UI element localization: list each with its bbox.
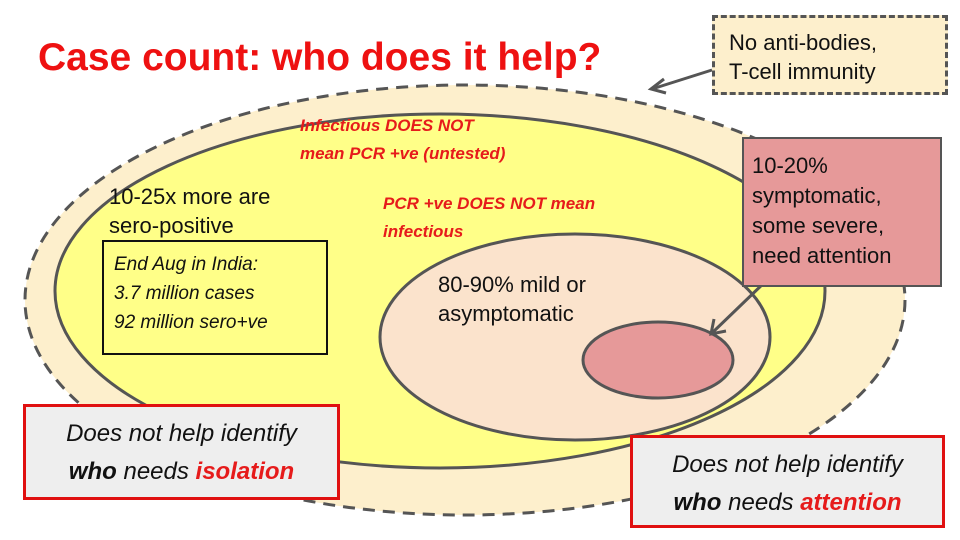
- who-emphasis: who: [673, 489, 722, 516]
- box-line: some severe,: [752, 213, 885, 238]
- label-line: sero-positive: [109, 213, 234, 238]
- label-line: mean PCR +ve (untested): [300, 144, 506, 163]
- needs-text: needs: [721, 489, 801, 516]
- attention-callout: Does not help identify who needs attenti…: [630, 435, 945, 528]
- symptomatic-box: 10-20% symptomatic, some severe, need at…: [742, 137, 942, 287]
- callout-line: Does not help identify: [66, 420, 297, 447]
- box-line: symptomatic,: [752, 183, 882, 208]
- arrow-to-symptomatic: [709, 279, 768, 336]
- note-line: No anti-bodies,: [729, 30, 877, 55]
- box-line: 10-20%: [752, 153, 828, 178]
- page-title: Case count: who does it help?: [38, 36, 602, 79]
- label-line: 10-25x more are: [109, 184, 271, 209]
- needs-text: needs: [116, 458, 196, 485]
- stat-line: End Aug in India:: [114, 254, 259, 275]
- callout-line: Does not help identify: [672, 451, 903, 478]
- isolation-callout: Does not help identify who needs isolati…: [23, 404, 340, 500]
- callout-line: who needs isolation: [26, 453, 337, 491]
- box-line: need attention: [752, 243, 892, 268]
- infectious-label: Infectious DOES NOT mean PCR +ve (untest…: [300, 112, 505, 168]
- note-line: T-cell immunity: [729, 59, 876, 84]
- label-line: asymptomatic: [438, 301, 574, 326]
- label-line: infectious: [383, 222, 464, 241]
- no-antibodies-note: No anti-bodies, T-cell immunity: [712, 15, 948, 95]
- label-line: 80-90% mild or: [438, 272, 586, 297]
- label-line: PCR +ve DOES NOT mean: [383, 194, 596, 213]
- callout-line: who needs attention: [633, 484, 942, 522]
- mild-label: 80-90% mild or asymptomatic: [438, 270, 586, 328]
- label-line: Infectious DOES NOT: [300, 116, 474, 135]
- stat-line: 3.7 million cases: [114, 283, 255, 304]
- symptomatic-ellipse: [581, 320, 735, 400]
- india-stats-box: End Aug in India: 3.7 million cases 92 m…: [102, 240, 328, 355]
- pcr-label: PCR +ve DOES NOT mean infectious: [383, 190, 595, 246]
- attention-highlight: attention: [800, 489, 902, 516]
- isolation-highlight: isolation: [195, 458, 295, 485]
- who-emphasis: who: [68, 458, 117, 485]
- stat-line: 92 million sero+ve: [114, 312, 268, 333]
- arrow-to-outer: [647, 68, 713, 95]
- sero-positive-label: 10-25x more are sero-positive: [109, 182, 270, 240]
